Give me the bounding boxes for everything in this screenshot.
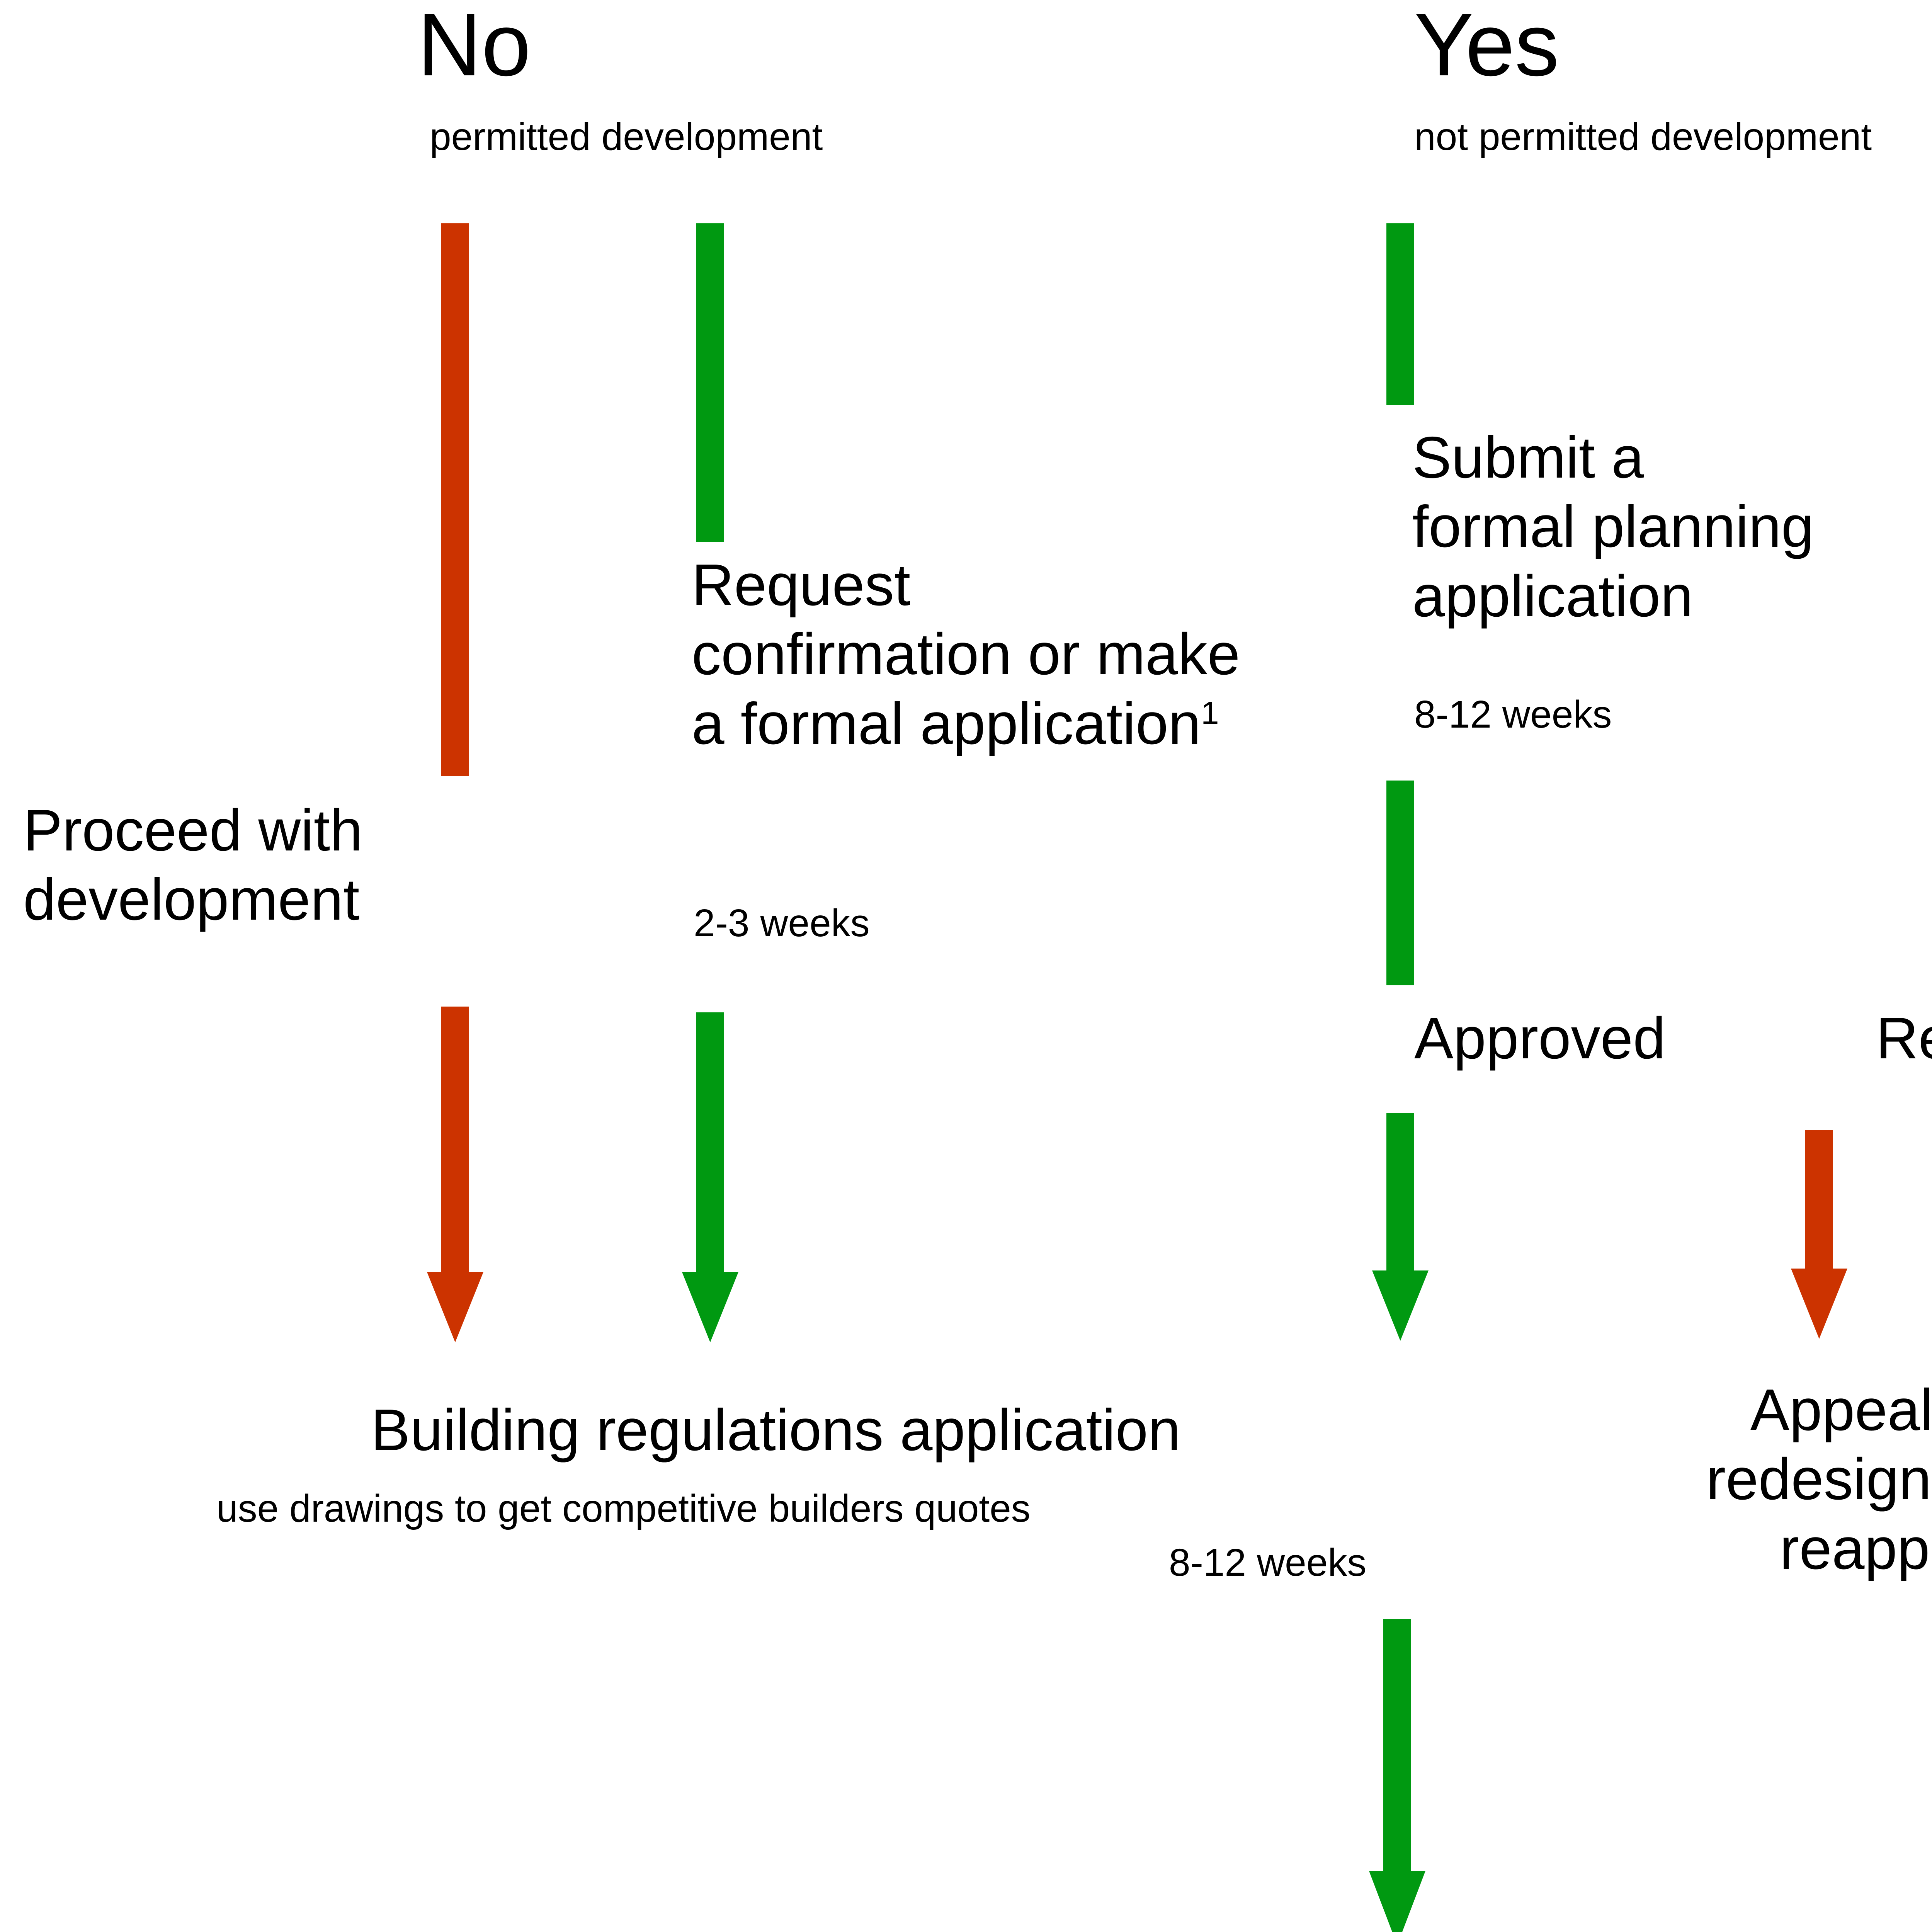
node-building-regulations-note: use drawings to get competitive builders… <box>216 1487 1031 1530</box>
node-request-superscript: 1 <box>1201 694 1219 731</box>
arrow-refused-red-shaft <box>1805 1130 1833 1269</box>
arrow-no-green-top-shaft <box>696 223 724 542</box>
branch-heading-yes: Yes <box>1414 0 1560 94</box>
node-proceed-with-development: Proceed with development <box>23 796 518 935</box>
node-refused-label: Refused <box>1876 1005 1932 1071</box>
node-request-label: Request confirmation or make a formal ap… <box>692 552 1240 757</box>
arrow-no-green-bottom-head <box>682 1272 738 1342</box>
arrow-yes-green-approved-head <box>1372 1270 1429 1341</box>
node-approved-label: Approved <box>1414 1005 1666 1071</box>
node-building-regulations-label: Building regulations application <box>371 1397 1181 1463</box>
node-request-confirmation: Request confirmation or make a formal ap… <box>692 551 1240 759</box>
arrow-yes-green-mid-shaft <box>1386 781 1414 985</box>
node-appeal-label: Appeal or redesign and reapply <box>1706 1377 1932 1582</box>
arrow-no-red-bottom-shaft <box>441 1007 469 1273</box>
arrow-yes-green-top-shaft <box>1386 223 1414 405</box>
arrow-refused-red-head <box>1791 1269 1847 1339</box>
arrow-regs-to-start-shaft <box>1383 1619 1411 1872</box>
branch-subheading-yes: not permitted development <box>1414 115 1872 158</box>
arrow-no-red-top-shaft <box>441 223 469 776</box>
arrow-yes-green-approved-shaft <box>1386 1113 1414 1271</box>
node-proceed-label: Proceed with development <box>23 798 363 933</box>
arrow-no-green-bottom-shaft <box>696 1012 724 1273</box>
node-building-regulations-duration: 8-12 weeks <box>1169 1541 1367 1584</box>
node-submit-duration: 8-12 weeks <box>1414 693 1612 736</box>
node-submit-planning-application: Submit a formal planning application <box>1412 423 1822 631</box>
arrow-regs-to-start-head <box>1369 1871 1425 1932</box>
arrow-no-red-bottom-head <box>427 1272 483 1342</box>
branch-subheading-no: permitted development <box>430 115 823 158</box>
node-request-duration: 2-3 weeks <box>694 901 870 945</box>
branch-heading-no: No <box>417 0 531 94</box>
node-appeal-or-redesign: Appeal or redesign and reapply <box>1665 1376 1932 1583</box>
node-submit-label: Submit a formal planning application <box>1412 425 1814 629</box>
